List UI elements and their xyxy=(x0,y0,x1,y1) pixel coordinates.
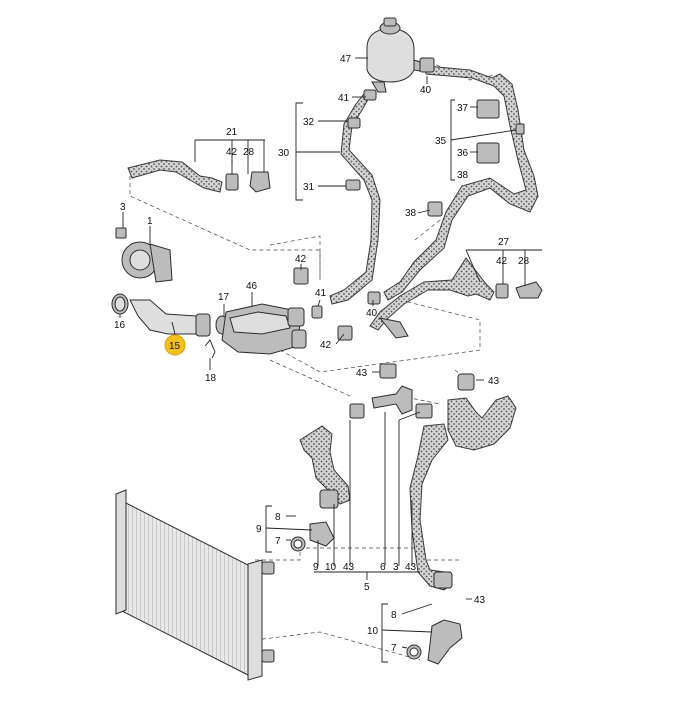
callout-46: 46 xyxy=(246,281,258,292)
clip-36 xyxy=(476,142,500,164)
callout-9b: 9 xyxy=(313,562,319,573)
callout-42a: 42 xyxy=(226,147,238,158)
water-pump xyxy=(115,227,173,283)
dashed-guides xyxy=(129,61,496,661)
clip-18 xyxy=(204,339,216,359)
callout-3: 3 xyxy=(120,202,126,213)
connector-9 xyxy=(290,521,335,552)
callout-28b: 28 xyxy=(518,256,530,267)
callout-41: 41 xyxy=(338,93,350,104)
callout-38: 38 xyxy=(457,170,469,181)
callout-16: 16 xyxy=(114,320,126,331)
callout-32: 32 xyxy=(303,117,315,128)
callout-43c: 43 xyxy=(343,562,355,573)
callout-30: 30 xyxy=(278,148,290,159)
callout-18: 18 xyxy=(205,373,217,384)
leaders xyxy=(119,57,542,663)
callout-41b: 41 xyxy=(315,288,327,299)
callout-1: 1 xyxy=(147,216,153,227)
callout-43d: 43 xyxy=(405,562,417,573)
callout-17: 17 xyxy=(218,292,230,303)
callout-43a: 43 xyxy=(356,368,368,379)
callout-42c: 42 xyxy=(295,254,307,265)
thermostat-housing xyxy=(221,303,307,355)
callout-3b: 3 xyxy=(393,562,399,573)
pipe-15 xyxy=(111,293,229,337)
callout-27: 27 xyxy=(498,237,510,248)
clip-38 xyxy=(427,201,443,217)
clip-37 xyxy=(476,99,500,119)
callout-21: 21 xyxy=(226,127,238,138)
callout-43e: 43 xyxy=(474,595,486,606)
callout-38b: 38 xyxy=(405,208,417,219)
callout-15[interactable]: 15 xyxy=(169,341,181,352)
hose-30 xyxy=(329,89,381,305)
hose-lower-middle xyxy=(409,423,453,591)
callout-42b: 42 xyxy=(496,256,508,267)
callout-5: 5 xyxy=(364,582,370,593)
callout-6: 6 xyxy=(380,562,386,573)
callout-31: 31 xyxy=(303,182,315,193)
hose-27 xyxy=(369,257,543,331)
hose-lower-right xyxy=(447,373,517,451)
radiator xyxy=(115,489,275,681)
callout-9a: 9 xyxy=(256,524,262,535)
callout-7a: 7 xyxy=(275,536,281,547)
callout-42d: 42 xyxy=(320,340,332,351)
callout-8b: 8 xyxy=(391,610,397,621)
callout-40b: 40 xyxy=(366,308,378,319)
callout-10a: 10 xyxy=(325,562,337,573)
callout-47: 47 xyxy=(340,54,352,65)
callout-labels: 47 40 41 37 35 36 38 32 30 31 38 21 42 2… xyxy=(114,54,530,654)
hose-35 xyxy=(383,57,539,301)
callout-37: 37 xyxy=(457,103,469,114)
t-connector xyxy=(349,363,433,419)
callout-40: 40 xyxy=(420,85,432,96)
callout-36: 36 xyxy=(457,148,469,159)
callout-8a: 8 xyxy=(275,512,281,523)
hose-lower-left xyxy=(299,425,351,509)
callout-43b: 43 xyxy=(488,376,500,387)
callout-35: 35 xyxy=(435,136,447,147)
connector-10 xyxy=(406,619,463,665)
callout-10b: 10 xyxy=(367,626,379,637)
callout-7b: 7 xyxy=(391,643,397,654)
connector-42 xyxy=(293,267,409,341)
highlight-marker-15 xyxy=(164,334,186,356)
callout-28a: 28 xyxy=(243,147,255,158)
expansion-tank xyxy=(366,17,427,93)
hose-21 xyxy=(127,159,271,193)
